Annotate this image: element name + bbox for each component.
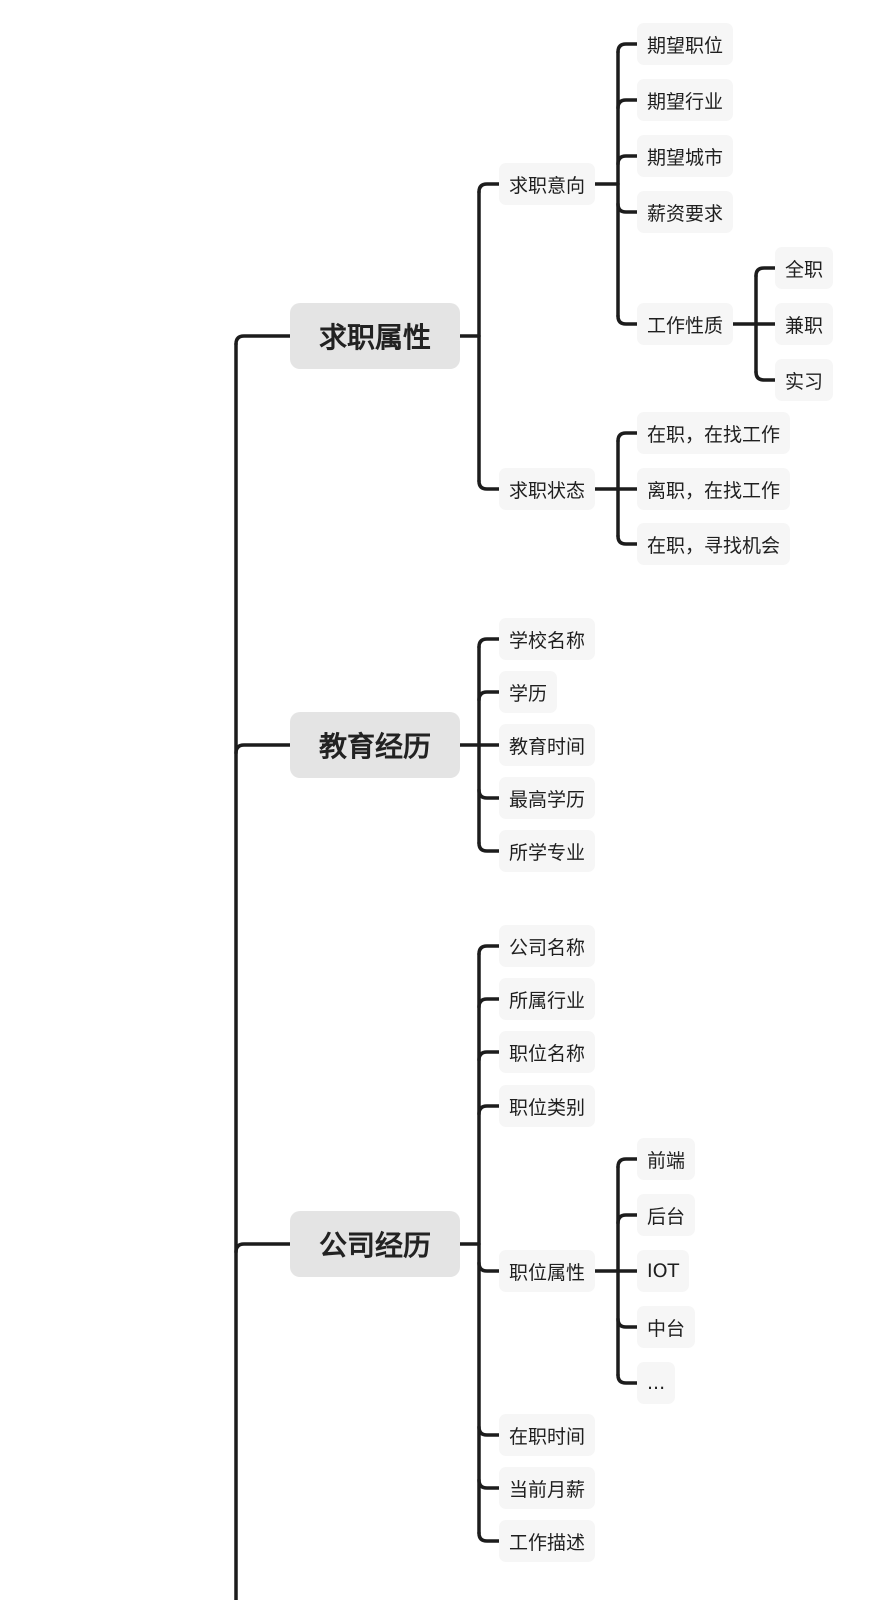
leaf-job-description[interactable]: 工作描述	[499, 1520, 596, 1562]
leaf-company-name[interactable]: 公司名称	[499, 925, 596, 967]
leaf-part-time[interactable]: 兼职	[775, 303, 834, 345]
leaf-major[interactable]: 所学专业	[499, 830, 596, 872]
leaf-more[interactable]: ...	[637, 1362, 676, 1404]
leaf-full-time[interactable]: 全职	[775, 247, 834, 289]
connector-branch	[616, 42, 639, 54]
connector-branch	[477, 788, 501, 800]
main-spine-branch	[234, 743, 292, 755]
connector-branch	[477, 841, 501, 853]
connector-branch	[477, 1104, 501, 1116]
main-spine-branch	[234, 1242, 292, 1254]
connector-branch	[477, 1478, 501, 1490]
connector-branch	[616, 202, 639, 214]
leaf-highest-degree[interactable]: 最高学历	[499, 777, 596, 819]
connector-branch	[616, 1157, 639, 1169]
connector-branch	[616, 154, 639, 166]
leaf-expected-industry[interactable]: 期望行业	[637, 79, 734, 121]
leaf-employed-open[interactable]: 在职，寻找机会	[637, 523, 791, 565]
leaf-company-industry[interactable]: 所属行业	[499, 978, 596, 1020]
connector-branch	[616, 1213, 639, 1225]
subtopic-job-attribute[interactable]: 职位属性	[499, 1250, 596, 1292]
leaf-school-name[interactable]: 学校名称	[499, 618, 596, 660]
leaf-resigned-seeking[interactable]: 离职，在找工作	[637, 468, 791, 510]
leaf-degree[interactable]: 学历	[499, 671, 558, 713]
connector-branch	[477, 1425, 501, 1437]
connector-branch	[477, 1050, 501, 1062]
leaf-iot[interactable]: IOT	[637, 1250, 690, 1292]
leaf-job-category[interactable]: 职位类别	[499, 1085, 596, 1127]
connector-branch	[477, 690, 501, 702]
connector-branch	[477, 944, 501, 956]
connector-branch	[477, 637, 501, 649]
main-spine-branch	[234, 334, 292, 346]
leaf-job-title[interactable]: 职位名称	[499, 1031, 596, 1073]
connector-branch	[477, 479, 501, 491]
topic-work-experience[interactable]: 公司经历	[290, 1211, 460, 1277]
subtopic-job-status[interactable]: 求职状态	[499, 468, 596, 510]
leaf-frontend[interactable]: 前端	[637, 1138, 696, 1180]
leaf-salary-requirement[interactable]: 薪资要求	[637, 191, 734, 233]
leaf-expected-city[interactable]: 期望城市	[637, 135, 734, 177]
connector-branch	[754, 266, 777, 278]
leaf-employed-seeking[interactable]: 在职，在找工作	[637, 412, 791, 454]
connector-branch	[477, 182, 501, 194]
connector-branch	[616, 534, 639, 546]
topic-job-attributes[interactable]: 求职属性	[290, 303, 460, 369]
connector-branch	[616, 1373, 639, 1385]
leaf-tenure[interactable]: 在职时间	[499, 1414, 596, 1456]
connector-branch	[616, 1317, 639, 1329]
connector-branch	[754, 370, 777, 382]
leaf-backend[interactable]: 后台	[637, 1194, 696, 1236]
leaf-expected-position[interactable]: 期望职位	[637, 23, 734, 65]
connector-branch	[616, 314, 639, 326]
leaf-middle-platform[interactable]: 中台	[637, 1306, 696, 1348]
connector-branch	[616, 431, 639, 443]
connector-branch	[477, 997, 501, 1009]
connector-branch	[477, 1261, 501, 1273]
leaf-internship[interactable]: 实习	[775, 359, 834, 401]
leaf-education-period[interactable]: 教育时间	[499, 724, 596, 766]
leaf-current-salary[interactable]: 当前月薪	[499, 1467, 596, 1509]
connector-branch	[616, 98, 639, 110]
connector-branch	[477, 1531, 501, 1543]
subtopic-work-type[interactable]: 工作性质	[637, 303, 734, 345]
topic-education[interactable]: 教育经历	[290, 712, 460, 778]
subtopic-job-intention[interactable]: 求职意向	[499, 163, 596, 205]
